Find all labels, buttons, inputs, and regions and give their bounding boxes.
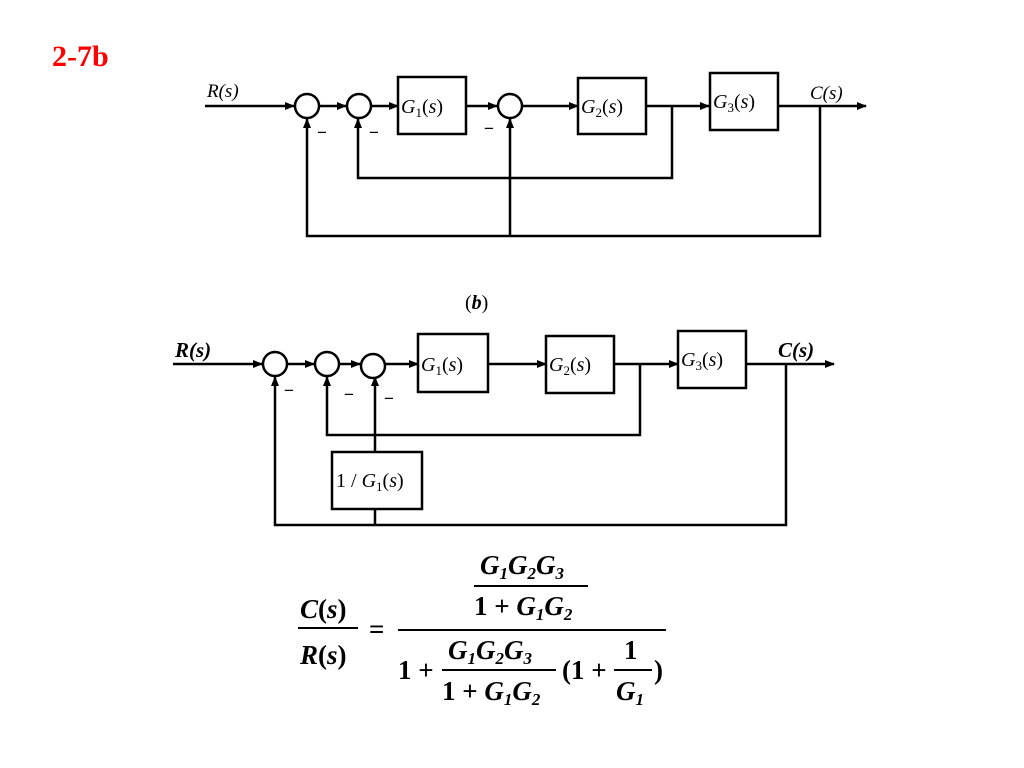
svg-text:G1: G1 (616, 676, 644, 709)
svg-text:G1G2G3: G1G2G3 (480, 550, 565, 583)
top-minus-3: − (484, 119, 494, 138)
svg-text:1 +: 1 + (398, 655, 434, 685)
bottom-junctions (261, 350, 387, 380)
bottom-block-g3-label: G3(s) (681, 349, 723, 373)
svg-text:1 + G1G2: 1 + G1G2 (442, 676, 541, 709)
block-g1 (416, 332, 490, 394)
block-g3 (676, 329, 748, 390)
bottom-minus-3: − (384, 389, 394, 408)
block-g2 (544, 334, 616, 395)
svg-text:R(s): R(s) (299, 640, 347, 670)
top-minus-2: − (369, 123, 379, 142)
top-input-label: R(s) (206, 81, 239, 102)
bottom-output-label: C(s) (778, 338, 814, 362)
bottom-block-inverse-g1-label: 1 / G1(s) (336, 470, 404, 494)
bottom-minus-2: − (344, 385, 354, 404)
svg-text:C(s): C(s) (300, 594, 347, 624)
diagram-top (205, 102, 867, 238)
diagram-caption: (b) (465, 292, 488, 314)
summing-junction-3 (359, 352, 387, 380)
bottom-minus-1: − (284, 381, 294, 400)
bottom-input-label: R(s) (174, 338, 211, 362)
summing-junction-2 (345, 92, 373, 120)
summing-junction-2 (313, 350, 341, 378)
svg-text:(1 +: (1 + (562, 655, 607, 685)
bottom-block-g1-label: G1(s) (421, 354, 463, 378)
top-block-g3-label: G3(s) (713, 91, 755, 115)
svg-text:1: 1 (624, 635, 638, 665)
svg-text:=: = (369, 614, 384, 644)
top-minus-1: − (317, 123, 327, 142)
transfer-function-formula: C(s) R(s) = G1G2G3 1 + G1G2 1 + G1G2G3 1… (298, 550, 666, 709)
bottom-blocks (330, 329, 748, 511)
top-output-label: C(s) (810, 83, 843, 104)
svg-text:G1G2G3: G1G2G3 (448, 635, 533, 668)
bottom-block-g2-label: G2(s) (549, 354, 591, 378)
svg-text:): ) (654, 655, 663, 685)
block-g3 (708, 71, 780, 132)
summing-junction-3 (496, 92, 524, 120)
block-g2 (576, 76, 648, 136)
diagram-bottom (173, 360, 835, 527)
top-block-g1-label: G1(s) (401, 96, 443, 120)
top-junctions (293, 92, 524, 120)
summing-junction-1 (261, 350, 289, 378)
summing-junction-1 (293, 92, 321, 120)
svg-text:1 + G1G2: 1 + G1G2 (474, 591, 573, 624)
block-g1 (396, 75, 468, 136)
block-inverse-g1 (330, 450, 424, 511)
top-block-g2-label: G2(s) (581, 96, 623, 120)
top-blocks (396, 71, 780, 136)
slide-title: 2-7b (52, 40, 109, 73)
